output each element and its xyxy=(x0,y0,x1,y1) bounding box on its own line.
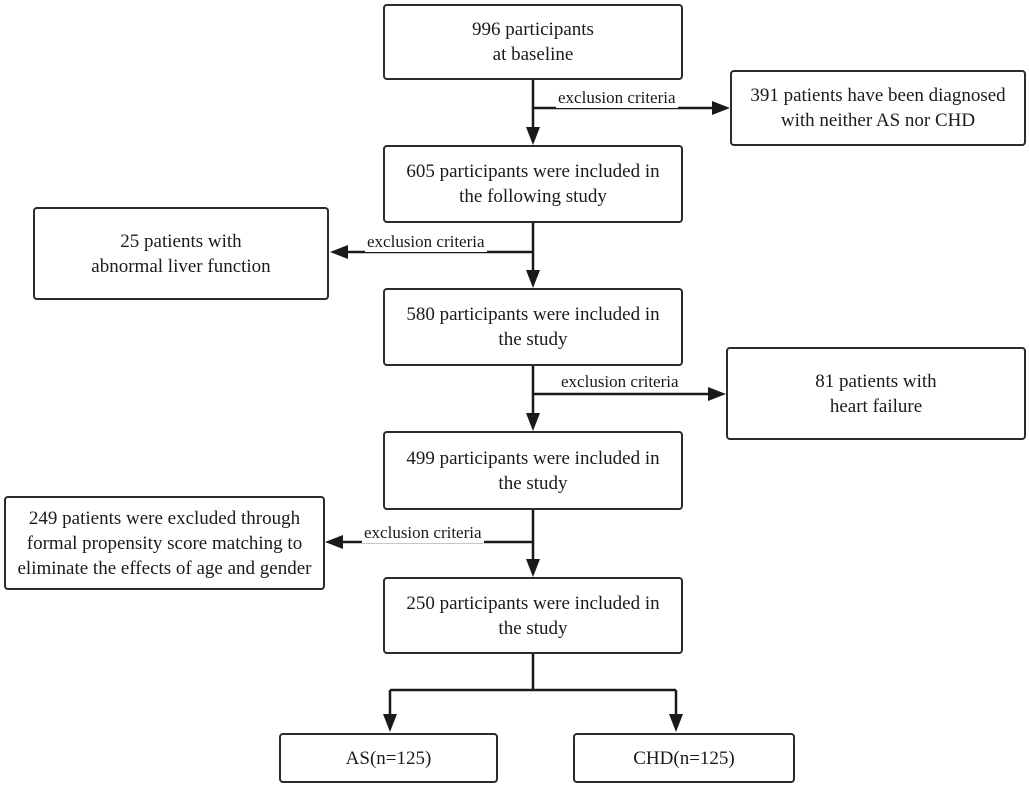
exclusion-label-2: exclusion criteria xyxy=(365,232,487,252)
exclusion-label-3: exclusion criteria xyxy=(559,372,681,392)
box-exclusion-1-line-1: 391 patients have been diagnosed xyxy=(750,85,1006,106)
box-step-580-line-2: the study xyxy=(498,329,568,350)
box-group-chd: CHD(n=125) xyxy=(573,733,795,783)
box-step-605: 605 participants were included in the fo… xyxy=(383,145,683,223)
box-group-as-label: AS(n=125) xyxy=(345,747,432,769)
arrowhead-exclusion-1 xyxy=(712,101,730,115)
box-group-chd-label: CHD(n=125) xyxy=(633,747,735,769)
box-exclusion-3: 81 patients with heart failure xyxy=(726,347,1026,440)
arrowhead-exclusion-3 xyxy=(708,387,726,401)
box-exclusion-4-line-3: eliminate the effects of age and gender xyxy=(17,557,312,579)
exclusion-label-4: exclusion criteria xyxy=(362,523,484,543)
arrowhead-step2 xyxy=(526,270,540,288)
box-step-499-line-1: 499 participants were included in xyxy=(406,447,660,469)
box-step-580: 580 participants were included in the st… xyxy=(383,288,683,366)
box-step-499: 499 participants were included in the st… xyxy=(383,431,683,510)
box-step-250: 250 participants were included in the st… xyxy=(383,577,683,654)
box-step-250-line-2: the study xyxy=(498,617,568,639)
box-group-as: AS(n=125) xyxy=(279,733,498,783)
box-exclusion-4: 249 patients were excluded through forma… xyxy=(4,496,325,590)
box-exclusion-3-line-1: 81 patients with xyxy=(815,370,937,392)
box-exclusion-4-line-2: formal propensity score matching to xyxy=(26,532,303,554)
arrowhead-chd xyxy=(669,714,683,732)
box-exclusion-2-line-1: 25 patients with xyxy=(120,230,242,252)
box-step-605-line-2: the following study xyxy=(459,186,607,207)
box-baseline-line-1: 996 participants xyxy=(472,19,594,40)
box-step-580-line-1: 580 participants were included in xyxy=(406,304,660,325)
arrowhead-step3 xyxy=(526,413,540,431)
arrowhead-step1 xyxy=(526,127,540,145)
box-exclusion-2-line-2: abnormal liver function xyxy=(91,255,271,277)
box-exclusion-1: 391 patients have been diagnosed with ne… xyxy=(730,70,1026,146)
arrowhead-as xyxy=(383,714,397,732)
box-exclusion-3-line-2: heart failure xyxy=(829,395,923,417)
box-exclusion-1-line-2: with neither AS nor CHD xyxy=(780,110,976,131)
arrowhead-step4 xyxy=(526,559,540,577)
exclusion-label-1: exclusion criteria xyxy=(556,88,678,108)
arrowhead-exclusion-2 xyxy=(330,245,348,259)
box-exclusion-4-line-1: 249 patients were excluded through xyxy=(28,507,301,529)
arrowhead-exclusion-4 xyxy=(325,535,343,549)
box-step-250-line-1: 250 participants were included in xyxy=(406,592,660,614)
box-baseline-line-2: at baseline xyxy=(492,44,574,65)
box-step-605-line-1: 605 participants were included in xyxy=(406,161,660,182)
box-exclusion-2: 25 patients with abnormal liver function xyxy=(33,207,329,300)
box-step-499-line-2: the study xyxy=(498,472,568,494)
box-baseline: 996 participants at baseline xyxy=(383,4,683,80)
